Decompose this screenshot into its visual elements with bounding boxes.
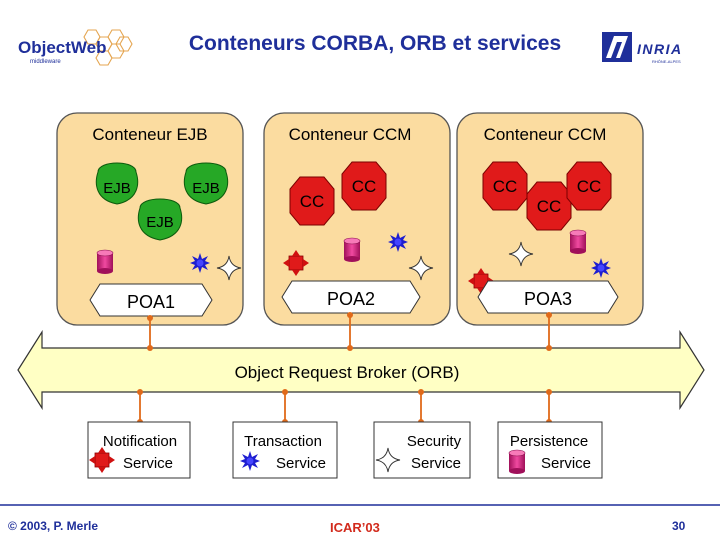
- service-connectors: [139, 392, 550, 422]
- cc-component: CC: [482, 161, 528, 211]
- database-icon: [508, 449, 526, 475]
- database-icon: [569, 229, 587, 255]
- cc-component: CC: [526, 181, 572, 231]
- ejb-component: EJB: [137, 198, 183, 241]
- svg-text:Transaction: Transaction: [244, 433, 322, 450]
- svg-text:Service: Service: [276, 455, 326, 472]
- svg-text:POA1: POA1: [127, 292, 175, 312]
- container-ejb-label: Conteneur EJB: [92, 125, 207, 144]
- svg-text:EJB: EJB: [146, 214, 174, 231]
- container-ccm-1-label: Conteneur CCM: [289, 125, 412, 144]
- cc-component: CC: [566, 161, 612, 211]
- svg-text:CC: CC: [493, 177, 518, 196]
- objectweb-logo: ObjectWeb middleware: [18, 29, 133, 66]
- service-transaction: Transaction Service: [232, 421, 338, 479]
- service-persistence: Persistence Service: [497, 421, 603, 479]
- svg-text:CC: CC: [537, 197, 562, 216]
- svg-text:ObjectWeb: ObjectWeb: [18, 38, 106, 57]
- svg-text:EJB: EJB: [103, 180, 131, 197]
- slide-title: Conteneurs CORBA, ORB et services: [188, 32, 562, 55]
- database-icon: [96, 249, 114, 275]
- footer-copyright: © 2003, P. Merle: [8, 519, 99, 533]
- svg-text:Notification: Notification: [103, 433, 177, 450]
- container-ccm-1: [263, 112, 451, 326]
- poa-1: POA1: [89, 283, 213, 317]
- cc-component: CC: [341, 161, 387, 211]
- svg-text:POA2: POA2: [327, 289, 375, 309]
- svg-text:POA3: POA3: [524, 289, 572, 309]
- container-ccm-2-label: Conteneur CCM: [484, 125, 607, 144]
- svg-text:Service: Service: [541, 455, 591, 472]
- footer-page-number: 30: [672, 519, 686, 533]
- orb-band: [17, 329, 705, 411]
- poa-2: POA2: [281, 280, 421, 314]
- svg-text:Service: Service: [123, 455, 173, 472]
- service-notification: Notification Service: [87, 421, 191, 479]
- svg-text:EJB: EJB: [192, 180, 220, 197]
- svg-text:Persistence: Persistence: [510, 433, 588, 450]
- inria-logo: INRIA RHÔNE-ALPES: [602, 32, 683, 64]
- svg-text:Security: Security: [407, 433, 462, 450]
- svg-text:Service: Service: [411, 455, 461, 472]
- svg-text:INRIA: INRIA: [637, 41, 683, 57]
- svg-text:CC: CC: [577, 177, 602, 196]
- cc-component: CC: [289, 176, 335, 226]
- service-security: Security Service: [373, 421, 471, 479]
- poa-3: POA3: [477, 280, 619, 314]
- svg-text:RHÔNE-ALPES: RHÔNE-ALPES: [652, 59, 681, 64]
- ejb-component: EJB: [183, 162, 229, 205]
- database-icon: [343, 237, 361, 263]
- ejb-component: EJB: [95, 162, 139, 205]
- svg-text:CC: CC: [300, 192, 325, 211]
- orb-label: Object Request Broker (ORB): [235, 363, 460, 382]
- svg-text:CC: CC: [352, 177, 377, 196]
- svg-text:middleware: middleware: [30, 59, 61, 65]
- poa-connectors: [149, 315, 550, 348]
- footer-event: ICAR’03: [330, 520, 380, 535]
